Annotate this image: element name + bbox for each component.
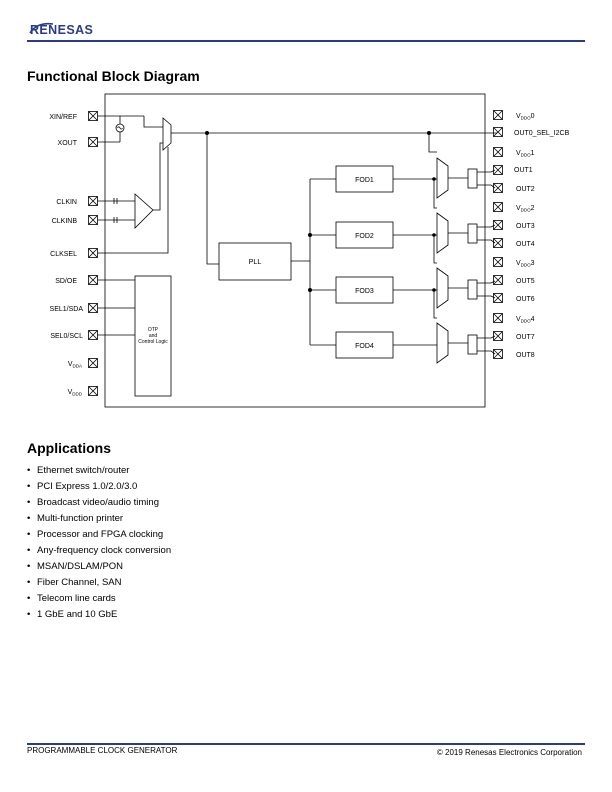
otp-label-line2: and <box>149 333 158 339</box>
fod3-label: FOD3 <box>355 288 374 295</box>
otp-label-line1: OTP <box>148 327 159 333</box>
list-item: Broadcast video/audio timing <box>27 495 171 511</box>
pin-sel1-sda: SEL1/SDA <box>50 306 84 313</box>
list-item: 1 GbE and 10 GbE <box>27 607 171 623</box>
pin-out7: OUT7 <box>516 334 535 341</box>
footer-copyright: © 2019 Renesas Electronics Corporation <box>436 748 582 757</box>
pin-out2: OUT2 <box>516 186 535 193</box>
pin-out1: OUT1 <box>514 167 533 174</box>
list-item: Ethernet switch/router <box>27 463 171 479</box>
list-item: Any-frequency clock conversion <box>27 543 171 559</box>
section-title-applications: Applications <box>27 440 112 456</box>
output-mux-1 <box>436 157 449 199</box>
footer-product-name: PROGRAMMABLE CLOCK GENERATOR <box>27 746 178 755</box>
pin-vddo3: VDDO3 <box>516 260 535 268</box>
output-driver-4 <box>467 334 478 355</box>
pll-block <box>218 242 292 281</box>
pll-label: PLL <box>249 259 262 266</box>
otp-control-block <box>134 275 172 397</box>
left-pin-boxes <box>88 111 98 396</box>
pin-out0-sel-i2cb: OUT0_SEL_I2CB <box>514 130 570 137</box>
applications-list: Ethernet switch/router PCI Express 1.0/2… <box>27 463 171 623</box>
pin-out6: OUT6 <box>516 296 535 303</box>
right-pin-boxes <box>493 110 503 359</box>
output-mux-2 <box>436 212 449 254</box>
list-item: PCI Express 1.0/2.0/3.0 <box>27 479 171 495</box>
list-item: Multi-function printer <box>27 511 171 527</box>
list-item: Telecom line cards <box>27 591 171 607</box>
pin-vdda: VDDA <box>68 361 82 369</box>
pin-vddo4: VDDO4 <box>516 316 535 324</box>
pin-clkin: CLKIN <box>56 199 77 206</box>
fod1-label: FOD1 <box>355 177 374 184</box>
footer-rule <box>27 743 585 745</box>
pin-sel0-scl: SEL0/SCL <box>50 333 83 340</box>
fod4-label: FOD4 <box>355 343 374 350</box>
fod2-label: FOD2 <box>355 233 374 240</box>
pin-clksel: CLKSEL <box>50 251 77 258</box>
otp-label-line3: Control Logic <box>138 339 168 345</box>
list-item: Processor and FPGA clocking <box>27 527 171 543</box>
pin-xout: XOUT <box>58 140 78 147</box>
pin-out4: OUT4 <box>516 241 535 248</box>
output-driver-1 <box>467 168 478 189</box>
clkin-buffer <box>134 193 154 229</box>
output-mux-4 <box>436 322 449 364</box>
pin-vddo0: VDDO0 <box>516 113 535 121</box>
crystal-oscillator <box>115 123 125 133</box>
list-item: MSAN/DSLAM/PON <box>27 559 171 575</box>
output-mux-3 <box>436 267 449 309</box>
list-item: Fiber Channel, SAN <box>27 575 171 591</box>
chip-outline <box>104 93 486 408</box>
pin-out8: OUT8 <box>516 352 535 359</box>
header-rule <box>27 40 585 42</box>
pin-vddd: VDDD <box>68 389 83 397</box>
output-driver-2 <box>467 223 478 244</box>
pin-xin-ref: XIN/REF <box>49 114 77 121</box>
pin-clkinb: CLKINB <box>52 218 78 225</box>
pin-sd-oe: SD/OE <box>55 278 77 285</box>
logo-text: RENESAS <box>30 23 93 37</box>
input-mux <box>162 117 172 151</box>
pin-vddo2: VDDO2 <box>516 205 535 213</box>
output-driver-3 <box>467 279 478 300</box>
renesas-logo: RENESAS <box>29 22 93 37</box>
functional-block-diagram: PLL FOD1 FOD2 FOD3 FOD4 OTP and Control … <box>49 93 570 408</box>
pin-out3: OUT3 <box>516 223 535 230</box>
section-title-block-diagram: Functional Block Diagram <box>27 68 200 84</box>
pin-vddo1: VDDO1 <box>516 150 535 158</box>
pin-out5: OUT5 <box>516 278 535 285</box>
